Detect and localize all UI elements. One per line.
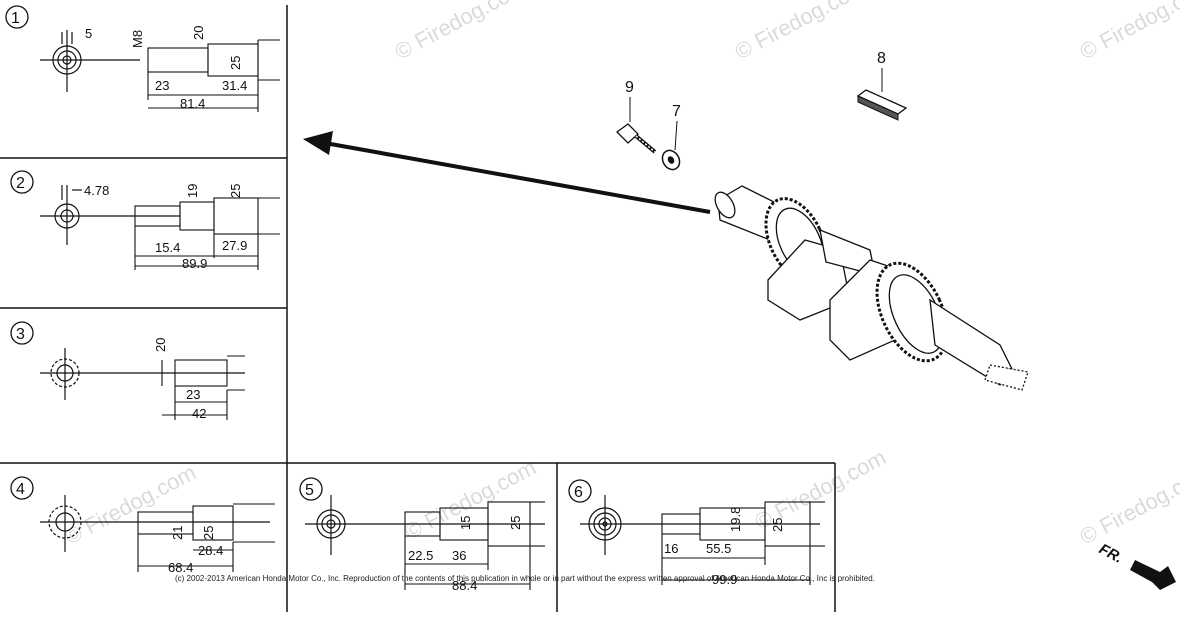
- dim-label: 25: [228, 184, 243, 198]
- dim-label: 81.4: [180, 96, 205, 111]
- dim-label: 25: [508, 516, 523, 530]
- shaft-end-view: [40, 30, 140, 92]
- shaft-side-view: [147, 39, 280, 112]
- part-9-bolt: 9: [616, 79, 657, 154]
- dim-label: 88.4: [452, 578, 477, 593]
- panel-number: 5: [305, 482, 314, 499]
- dim-label: 20: [191, 26, 206, 40]
- callout-number: 7: [672, 103, 681, 120]
- dim-label: 23: [186, 387, 200, 402]
- dim-label: 55.5: [706, 541, 731, 556]
- panel-number-circle: [5, 5, 29, 29]
- dim-label: 27.9: [222, 238, 247, 253]
- panel-number-circle: [10, 321, 34, 345]
- dim-label: 28.4: [198, 543, 223, 558]
- shaft-side-view: [404, 501, 545, 590]
- copyright-notice: (c) 2002-2013 American Honda Motor Co., …: [175, 574, 875, 583]
- dim-label: 25: [201, 526, 216, 540]
- dim-label: 99.9: [712, 572, 737, 587]
- dim-label: 31.4: [222, 78, 247, 93]
- panel-3: 3 20 23 42: [10, 321, 245, 421]
- dim-label: 68.4: [168, 560, 193, 575]
- panel-6: 6 19.8 25 16 55.5 99.9: [568, 479, 825, 587]
- dim-label: 15: [458, 516, 473, 530]
- panel-number-circle: [568, 479, 592, 503]
- panel-2: 2 4.78 19 25 15.4 27.9 89.9: [10, 170, 280, 271]
- panel-number-circle: [10, 476, 34, 500]
- dim-label: 20: [153, 338, 168, 352]
- part-7-washer: 7: [661, 103, 681, 171]
- panel-4: 4 21 25 28.4 68.4: [10, 476, 275, 575]
- dim-label: 25: [228, 56, 243, 70]
- shaft-side-view: [134, 197, 280, 270]
- panel-number: 1: [11, 10, 20, 27]
- dim-label: 19: [185, 184, 200, 198]
- watermark: © Firedog.com: [391, 0, 530, 64]
- dim-label: M8: [130, 30, 145, 48]
- assembly-arrow: [303, 131, 711, 214]
- shaft-side-view: [161, 355, 245, 420]
- spline-end-view: [40, 348, 245, 400]
- dim-label: 89.9: [182, 256, 207, 271]
- panel-number-circle: [299, 477, 323, 501]
- panel-number-circle: [10, 170, 34, 194]
- part-8-key: 8: [856, 50, 908, 121]
- dim-label: 21: [170, 526, 185, 540]
- dim-label: 19.8: [728, 507, 743, 532]
- dim-label: 15.4: [155, 240, 180, 255]
- panel-number: 2: [16, 175, 25, 192]
- panel-number: 3: [16, 326, 25, 343]
- callout-number: 8: [877, 50, 886, 67]
- dim-label: 5: [85, 26, 92, 41]
- dim-label: 23: [155, 78, 169, 93]
- watermark: © Firedog.com: [1076, 459, 1180, 549]
- panel-number: 6: [574, 484, 583, 501]
- panel-5: 5 15 25 22.5 36 88.4: [299, 477, 545, 593]
- shaft-end-view: [305, 495, 545, 555]
- dim-label: 36: [452, 548, 466, 563]
- front-direction-indicator: FR.: [1096, 541, 1176, 590]
- watermark: © Firedog.com: [731, 0, 870, 64]
- crankshaft: [714, 185, 1029, 391]
- dim-label: 42: [192, 406, 206, 421]
- panel-number: 4: [16, 481, 25, 498]
- dim-label: 16: [664, 541, 678, 556]
- shaft-side-view: [137, 503, 275, 572]
- dim-label: 25: [770, 518, 785, 532]
- front-label: FR.: [1096, 541, 1125, 567]
- spline-end-view: [40, 495, 270, 552]
- shaft-side-view: [661, 501, 825, 585]
- dim-label: 4.78: [84, 183, 109, 198]
- dim-label: 22.5: [408, 548, 433, 563]
- shaft-end-view: [40, 185, 180, 245]
- panel-borders: [0, 5, 836, 612]
- callout-number: 9: [625, 79, 634, 96]
- watermark: © Firedog.com: [1076, 0, 1180, 64]
- panel-1: 1 5 M8 20 25 23 31.4 81.4: [5, 5, 280, 112]
